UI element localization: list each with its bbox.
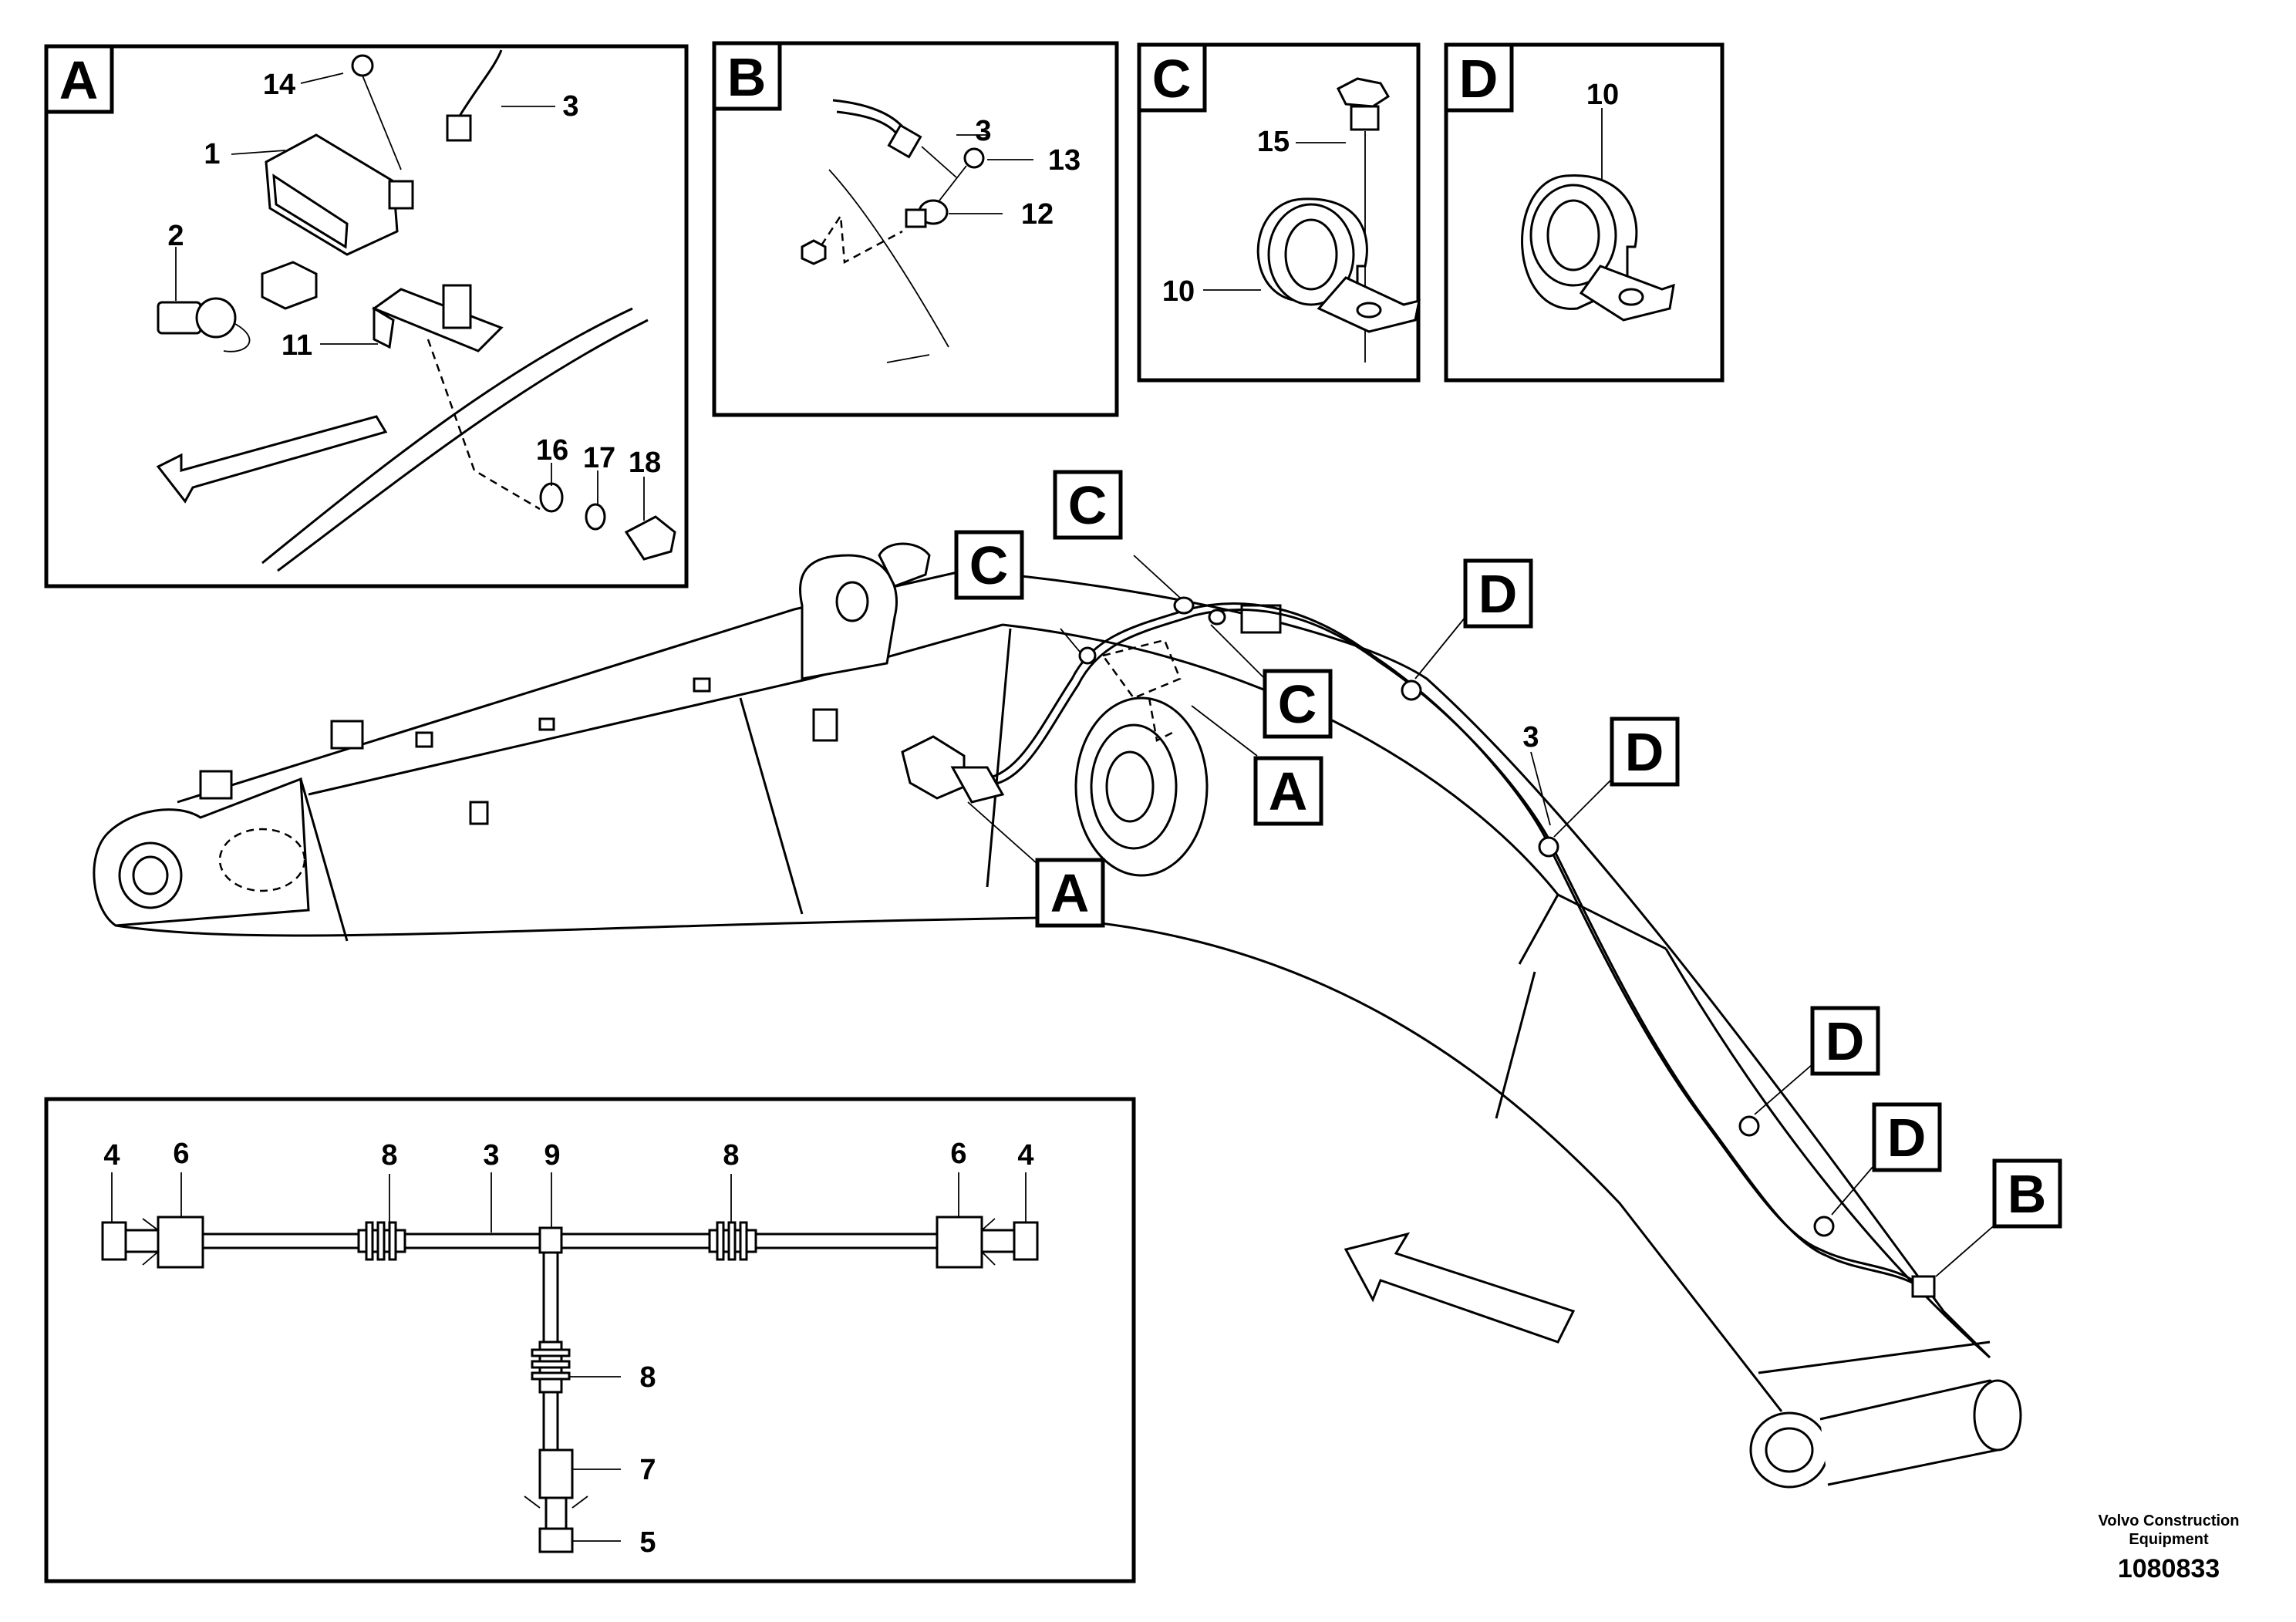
- lamp-bulb: [157, 297, 251, 352]
- boom-work-lamp: [901, 735, 1005, 804]
- publisher-credit: Volvo Construction Equipment 1080833: [2099, 1512, 2240, 1583]
- schematic-callout-7: 7: [639, 1454, 656, 1486]
- callout-d-10: 10: [1586, 79, 1619, 111]
- boom-cylinder-boss: [1074, 696, 1209, 877]
- schematic-callout-right-4: 4: [1017, 1139, 1033, 1172]
- left-connector-6: [157, 1216, 204, 1269]
- boom-brackets: [199, 604, 1282, 825]
- detail-b-tag: B: [727, 47, 767, 107]
- boom-tag-c-1: C: [969, 535, 1009, 595]
- schematic-callout-5: 5: [639, 1526, 656, 1559]
- left-plug-4: [101, 1221, 127, 1261]
- washer-17: [585, 503, 606, 531]
- left-sleeve-8: [357, 1221, 406, 1261]
- mounting-bolt-15: [1336, 77, 1391, 131]
- lamp-bracket: [371, 284, 504, 352]
- schematic-callout-left-6: 6: [173, 1138, 189, 1170]
- detail-view-b: B 3 13 12: [712, 41, 1119, 417]
- detail-d-tag: D: [1459, 49, 1499, 109]
- work-lamp: [265, 133, 414, 256]
- boom-tag-b-1: B: [2008, 1164, 2047, 1224]
- mount-block-b: [801, 239, 827, 265]
- bolt-13: [963, 147, 985, 169]
- credit-line-2: Equipment: [2129, 1531, 2209, 1548]
- boom-tag-d-1: D: [1478, 564, 1518, 624]
- boom-tip-pin: [1749, 1379, 2022, 1489]
- callout-a-11: 11: [282, 329, 312, 362]
- callout-a-3: 3: [562, 90, 578, 123]
- callout-b-13: 13: [1048, 144, 1081, 177]
- callout-a-14: 14: [263, 69, 295, 101]
- schematic-callout-vertical-8: 8: [639, 1361, 656, 1394]
- boom-tags: C C C D D D D A A B 3: [954, 470, 2062, 1277]
- cable-clips: [1078, 596, 1936, 1298]
- callout-a-1: 1: [204, 138, 220, 170]
- callout-b-12: 12: [1021, 198, 1054, 231]
- credit-line-1: Volvo Construction: [2099, 1512, 2240, 1529]
- boom-tag-c-2: C: [1068, 475, 1108, 535]
- p-clamp-c: [1256, 197, 1421, 333]
- boom-cable-callout: 3: [1522, 721, 1539, 754]
- detail-c-tag: C: [1152, 49, 1192, 109]
- vertical-sleeve-8: [531, 1340, 571, 1394]
- document-number: 1080833: [2118, 1554, 2220, 1583]
- detail-view-a: A: [44, 44, 689, 588]
- detail-a-tag: A: [59, 50, 99, 110]
- schematic-callout-left-4: 4: [103, 1139, 120, 1172]
- harness-schematic: 4 6 8 3 9 8 6 4 8 7 5: [44, 1097, 1136, 1583]
- direction-arrow: [156, 415, 388, 504]
- boom-tag-a-2: A: [1050, 863, 1090, 923]
- cable-clip-12: [905, 199, 949, 228]
- rubber-block: [261, 261, 318, 310]
- boom-top-bracket: [799, 542, 931, 680]
- schematic-callout-9: 9: [544, 1139, 560, 1172]
- washer-16: [539, 482, 564, 513]
- schematic-callout-right-6: 6: [950, 1138, 966, 1170]
- callout-a-2: 2: [167, 220, 184, 252]
- callout-b-3: 3: [975, 115, 991, 147]
- callout-a-17: 17: [583, 442, 615, 474]
- callout-c-10: 10: [1162, 275, 1195, 308]
- bolt-14: [351, 54, 374, 77]
- right-sleeve-8: [708, 1221, 757, 1261]
- boom-direction-arrow: [1344, 1232, 1576, 1344]
- p-clamp-d: [1521, 174, 1675, 322]
- boom-foot-pin: [93, 777, 310, 927]
- boom-tag-a-1: A: [1269, 761, 1308, 821]
- boom-tag-c-3: C: [1278, 674, 1317, 734]
- junction-9: [538, 1226, 563, 1254]
- bottom-connector-7: [538, 1448, 574, 1499]
- schematic-callout-3: 3: [483, 1139, 499, 1172]
- detail-view-d: D 10: [1444, 42, 1725, 383]
- schematic-callout-left-8: 8: [381, 1139, 397, 1172]
- boom-tag-d-3: D: [1826, 1011, 1865, 1071]
- bolt-18: [624, 515, 676, 561]
- right-connector-6: [936, 1216, 983, 1269]
- callout-a-18: 18: [629, 447, 661, 479]
- schematic-callout-right-8: 8: [723, 1139, 739, 1172]
- bottom-plug-5: [538, 1527, 574, 1553]
- boom-assembly: [93, 542, 2022, 1489]
- right-plug-4: [1013, 1221, 1039, 1261]
- boom-tag-d-2: D: [1625, 722, 1664, 782]
- callout-c-15: 15: [1257, 126, 1290, 158]
- boom-tag-d-4: D: [1887, 1108, 1927, 1168]
- callout-a-16: 16: [536, 434, 568, 467]
- cable-connector-b: [887, 123, 922, 159]
- detail-view-c: C 15 10: [1137, 42, 1421, 383]
